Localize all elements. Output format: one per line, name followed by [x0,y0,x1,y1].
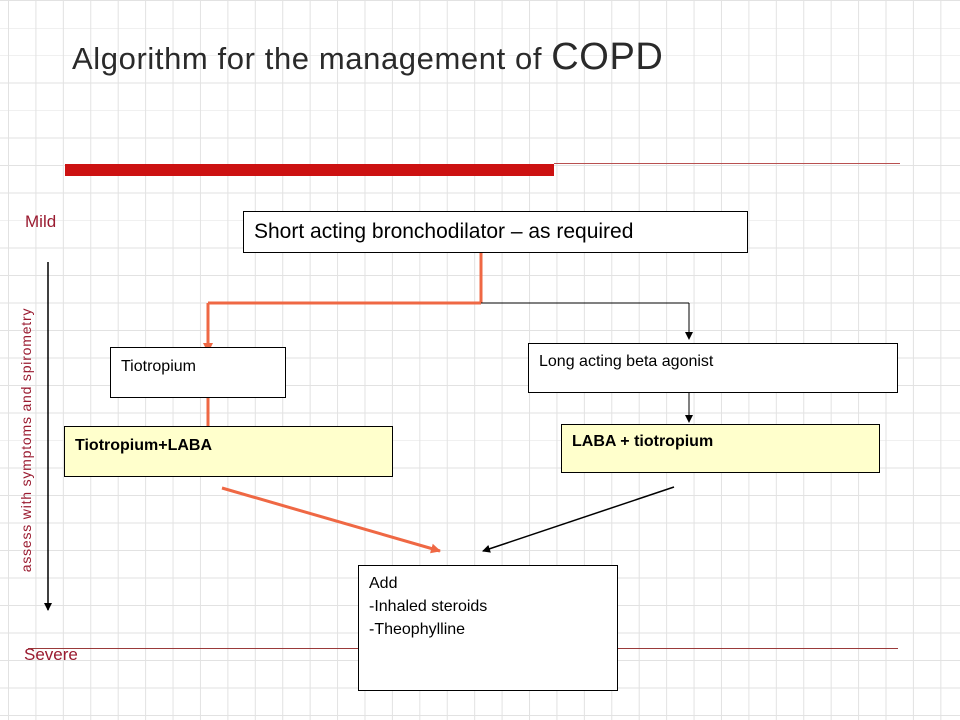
page-title: Algorithm for the management of COPD [72,36,663,79]
tiotropium-laba-box: Tiotropium+LABA [64,426,393,477]
arrow-laba-tiotropium-to-add [482,486,675,553]
long-acting-beta-agonist-label: Long acting beta agonist [539,353,714,370]
mild-label: Mild [25,212,57,231]
laba-tiotropium-label: LABA + tiotropium [572,433,714,450]
short-acting-bronchodilator-label: Short acting bronchodilator – as require… [254,220,634,243]
add-therapy-box: Add -Inhaled steroids -Theophylline [358,565,618,691]
title-emphasis: COPD [551,36,664,78]
severe-label: Severe [24,645,78,664]
tiotropium-label: Tiotropium [121,358,196,375]
tiotropium-laba-label: Tiotropium+LABA [75,437,213,454]
add-item-inhaled-steroids: -Inhaled steroids [369,598,488,615]
title-main: Algorithm for the management of [72,41,552,76]
title-underline-accent [65,164,554,176]
short-acting-bronchodilator-box: Short acting bronchodilator – as require… [243,211,748,253]
add-heading: Add [369,575,398,592]
long-acting-beta-agonist-box: Long acting beta agonist [528,343,898,393]
add-item-theophylline: -Theophylline [369,621,466,638]
arrow-tiotropium-laba-to-add [221,486,441,554]
tiotropium-box: Tiotropium [110,347,286,398]
laba-tiotropium-box: LABA + tiotropium [561,424,880,473]
title-underline-thin [554,163,900,164]
